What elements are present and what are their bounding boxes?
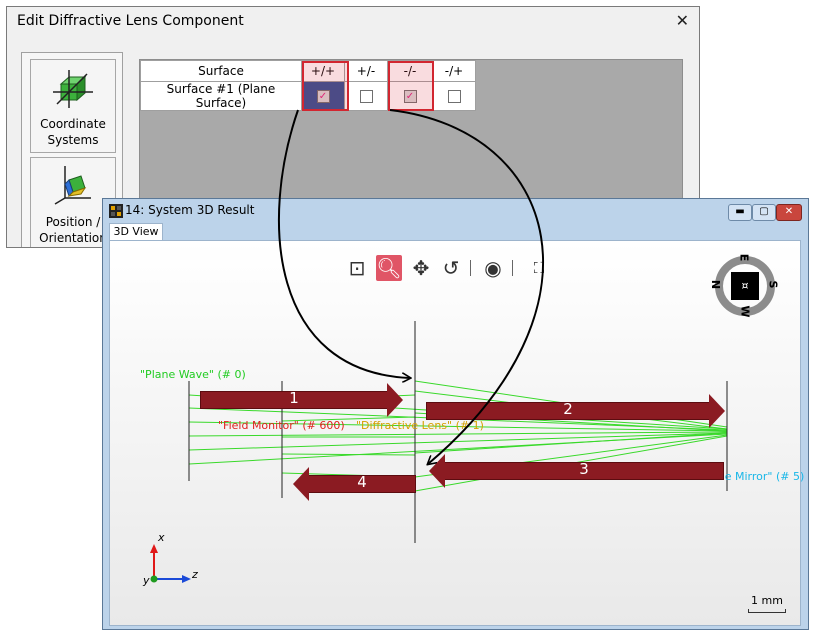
scale-bar-label: 1 mm <box>751 594 783 607</box>
position-orientation-label: Position / Orientation <box>39 215 107 245</box>
scale-bar-line <box>748 609 786 613</box>
path-arrow-1: 1 <box>200 383 403 417</box>
checkbox-pm[interactable] <box>359 90 373 103</box>
app-icon <box>109 204 123 218</box>
coordinate-systems-icon <box>53 70 93 108</box>
surface-name-cell: Surface #1 (Plane Surface) <box>140 81 302 111</box>
plane-wave-label: "Plane Wave" (# 0) <box>140 368 246 381</box>
highlight-pp-column <box>302 61 349 111</box>
position-orientation-button[interactable]: Position / Orientation <box>30 157 116 247</box>
diffractive-lens-label: "Diffractive Lens" (# 1) <box>356 419 484 432</box>
scale-bar: 1 mm <box>748 594 786 613</box>
position-orientation-icon <box>54 166 91 205</box>
tab-bar: 3D View <box>109 223 799 242</box>
maximize-button[interactable]: ▢ <box>752 204 776 221</box>
path-arrow-4: 4 <box>293 467 416 501</box>
checkbox-mm[interactable]: ✓ <box>403 90 417 103</box>
col-header-pm: +/- <box>344 60 388 82</box>
optical-scene <box>150 321 728 583</box>
col-header-mp: -/+ <box>432 60 476 82</box>
window-title: 14: System 3D Result <box>125 203 255 217</box>
close-button[interactable]: ✕ <box>776 204 802 221</box>
cube-face-label: ¤ <box>741 279 749 292</box>
path-arrow-2: 2 <box>426 394 725 428</box>
checkbox-mp[interactable] <box>447 90 461 103</box>
minimize-button[interactable]: ▬ <box>728 204 752 221</box>
table-row[interactable]: Surface #1 (Plane Surface) ✓ ✓ <box>140 81 476 111</box>
3d-view-canvas[interactable]: ⊡ 🔍︎ ✥ ↺ ◉ ⛶ ¤ E N S W <box>109 240 804 626</box>
col-header-surface: Surface <box>140 60 302 82</box>
coordinate-systems-label: Coordinate Systems <box>40 117 106 147</box>
highlight-mm-column <box>388 61 434 111</box>
side-panel: Coordinate Systems Position / Orientatio… <box>21 52 123 247</box>
field-monitor-label: "Field Monitor" (# 600) <box>218 419 345 432</box>
checkbox-pp[interactable]: ✓ <box>316 90 330 103</box>
dialog-title: Edit Diffractive Lens Component <box>17 13 244 29</box>
path-arrow-3: 3 <box>429 454 724 488</box>
axis-x-label: x <box>158 531 165 544</box>
close-icon[interactable]: ✕ <box>675 11 689 30</box>
orientation-cube[interactable]: ¤ E N S W <box>709 254 779 318</box>
axis-y-label: y <box>143 574 150 587</box>
axis-z-label: z <box>192 568 198 581</box>
system-3d-result-window: 14: System 3D Result ▬ ▢ ✕ 3D View ⊡ 🔍︎ … <box>102 198 809 630</box>
coordinate-systems-button[interactable]: Coordinate Systems <box>30 59 116 153</box>
